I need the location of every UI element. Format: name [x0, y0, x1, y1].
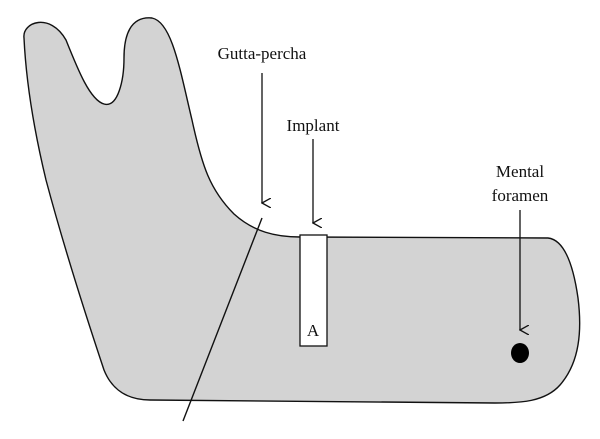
mental-foramen-label-line2: foramen: [492, 186, 549, 205]
implant-label: Implant: [287, 116, 340, 135]
implant-rectangle: [299, 234, 328, 347]
mandible-outline: [23, 17, 581, 404]
gutta-percha-line: [182, 217, 263, 422]
gutta-percha-label: Gutta-percha: [218, 44, 307, 63]
mental-foramen-label-line1: Mental: [496, 162, 544, 181]
mental-foramen-dot: [511, 343, 529, 363]
implant-marker-label: A: [307, 321, 320, 340]
